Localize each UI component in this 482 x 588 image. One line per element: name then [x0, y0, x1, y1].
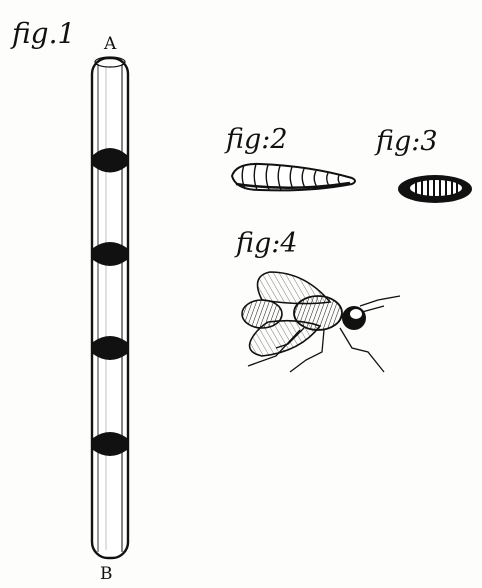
fig-2-label: fig:2	[226, 126, 288, 153]
fig-4-label: fig:4	[236, 230, 298, 257]
pupa-illustration	[398, 175, 472, 203]
glass-tube-illustration	[92, 57, 128, 558]
fly-illustration	[242, 272, 400, 372]
point-b-label: B	[100, 566, 113, 583]
larva-illustration	[232, 164, 355, 190]
fig-1-label: fig.1	[12, 20, 75, 48]
fig-3-label: fig:3	[376, 128, 438, 155]
point-a-label: A	[104, 36, 116, 53]
